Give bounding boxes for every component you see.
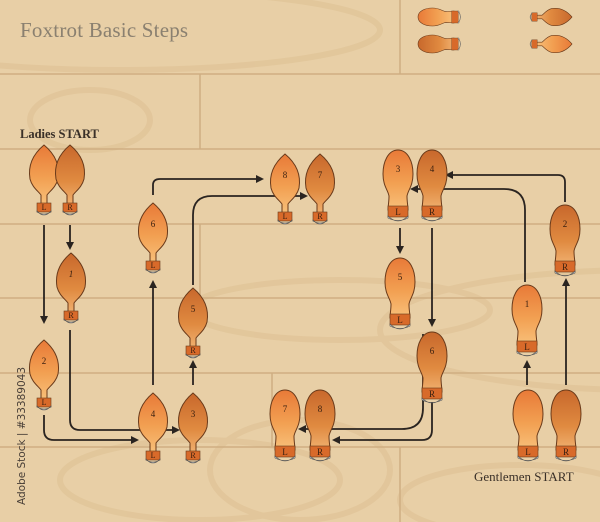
svg-text:3: 3 — [396, 164, 401, 174]
svg-text:R: R — [429, 389, 435, 399]
svg-text:L: L — [283, 212, 288, 221]
ladies-footprints: L R 1R 2L 3R 4L 5R 6L 7R 8L — [29, 144, 335, 464]
svg-text:L: L — [151, 261, 156, 270]
ladies-step-4: 4L — [138, 392, 168, 464]
ladies-step-6: 6L — [138, 202, 168, 274]
svg-text:7: 7 — [283, 404, 288, 414]
svg-text:R: R — [563, 447, 569, 457]
gentlemen-step-8: 8R — [304, 389, 336, 462]
gentlemen-step-2: 2R — [549, 204, 581, 277]
gentlemen-step-4: 4R — [416, 149, 448, 222]
svg-text:6: 6 — [151, 219, 156, 229]
svg-text:R: R — [190, 451, 196, 460]
gentlemen-start-left: L — [512, 389, 544, 462]
gentlemen-step-3: 3L — [382, 149, 414, 222]
svg-text:L: L — [395, 207, 401, 217]
ladies-start-right: R — [55, 144, 85, 216]
step-arrows — [40, 171, 570, 444]
svg-text:L: L — [524, 342, 530, 352]
gentlemen-step-1: 1L — [511, 284, 543, 357]
gentlemen-step-6: 6R — [416, 331, 448, 404]
svg-text:1: 1 — [69, 269, 74, 279]
ladies-step-7: 7R — [305, 153, 335, 225]
svg-text:2: 2 — [563, 219, 568, 229]
svg-text:4: 4 — [151, 409, 156, 419]
svg-text:5: 5 — [398, 272, 403, 282]
stock-credit: Adobe Stock | #33389043 — [16, 366, 28, 506]
svg-text:R: R — [429, 207, 435, 217]
ladies-start-label: Ladies START — [20, 127, 99, 141]
ladies-start-left: L — [29, 144, 59, 216]
svg-text:L: L — [397, 315, 403, 325]
svg-text:R: R — [562, 262, 568, 272]
svg-text:1: 1 — [525, 299, 530, 309]
ladies-step-5: 5R — [178, 287, 208, 359]
ladies-step-8: 8L — [270, 153, 300, 225]
svg-text:R: R — [190, 346, 196, 355]
gentlemen-start-label: Gentlemen START — [474, 469, 574, 484]
ladies-step-2: 2L — [29, 339, 59, 411]
gentlemen-footprints: L R 1L 2R 3L 4R 5L 6R 7L 8R — [269, 149, 582, 462]
svg-text:L: L — [525, 447, 531, 457]
svg-text:R: R — [67, 203, 73, 212]
svg-text:8: 8 — [318, 404, 323, 414]
svg-text:L: L — [282, 447, 288, 457]
svg-text:3: 3 — [191, 409, 196, 419]
diagram-title: Foxtrot Basic Steps — [20, 18, 189, 42]
gentlemen-step-5: 5L — [384, 257, 416, 330]
svg-text:5: 5 — [191, 304, 196, 314]
gentlemen-step-7: 7L — [269, 389, 301, 462]
svg-text:R: R — [68, 311, 74, 320]
svg-text:L: L — [151, 451, 156, 460]
svg-text:8: 8 — [283, 170, 288, 180]
svg-text:6: 6 — [430, 346, 435, 356]
ladies-step-3: 3R — [178, 392, 208, 464]
svg-text:L: L — [42, 203, 47, 212]
svg-text:R: R — [317, 212, 323, 221]
svg-text:7: 7 — [318, 170, 323, 180]
svg-text:R: R — [317, 447, 323, 457]
gentlemen-start-right: R — [550, 389, 582, 462]
svg-text:2: 2 — [42, 356, 47, 366]
ladies-step-1: 1R — [56, 252, 86, 324]
svg-text:4: 4 — [430, 164, 435, 174]
svg-text:L: L — [42, 398, 47, 407]
